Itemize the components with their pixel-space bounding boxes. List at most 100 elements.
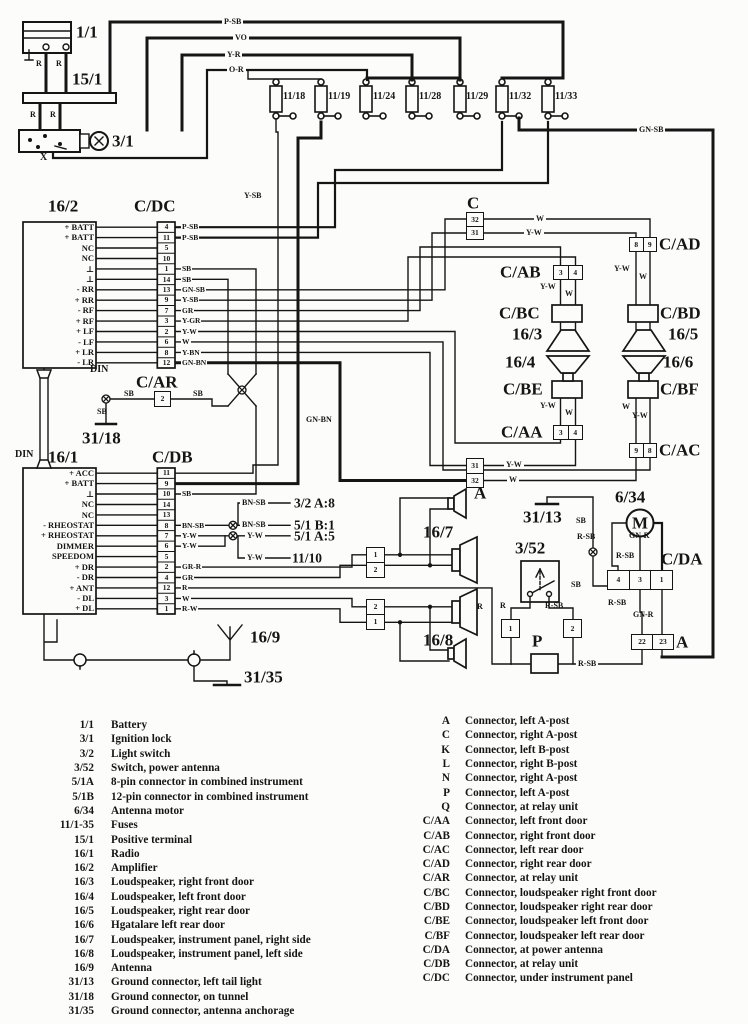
cbe-label: C/BE — [503, 379, 543, 399]
legend-id: 16/1 — [74, 847, 94, 860]
legend-desc: Loudspeaker, instrument panel, right sid… — [111, 933, 311, 946]
legend-desc: Connector, loudspeaker right front door — [465, 886, 657, 899]
switch-arrow-icon — [526, 568, 553, 598]
battery-label: 1/1 — [76, 22, 98, 42]
wire-label: R-SB — [576, 659, 599, 668]
pin-wire-color: P-SB — [181, 222, 200, 232]
pin-row: + LF 2 Y-W — [23, 326, 248, 336]
legend-id: C/DC — [422, 972, 450, 985]
legend-row: 16/1 Radio — [30, 847, 311, 861]
pin-wire-color: GN-SB — [181, 284, 206, 294]
pin-number: 10 — [162, 489, 171, 499]
pin-row: - LF 6 W — [23, 337, 248, 347]
annotation-5-1-b1: 5/1 B:1 — [294, 517, 335, 533]
fuse-icon — [269, 78, 297, 120]
pin-row: + ANT 12 R — [23, 583, 248, 593]
pin-cell: 31 — [467, 225, 483, 240]
pin-label: + LR — [75, 347, 94, 358]
legend-row: K Connector, left B-post — [398, 743, 657, 757]
speaker-16-8-label: 16/8 — [423, 630, 454, 650]
legend-row: 3/2 Light switch — [30, 747, 311, 761]
wire-label: SB — [576, 516, 586, 525]
legend-id: C/BF — [424, 929, 450, 942]
legend-id: 5/1B — [72, 790, 94, 803]
pin-wire-color: Y-W — [181, 326, 198, 336]
pin-number: 8 — [164, 347, 169, 357]
legend-id: C — [441, 729, 450, 742]
p-post-label: P — [532, 631, 543, 651]
ignition-lock-icon — [18, 129, 109, 153]
pin-number: 11 — [162, 468, 171, 478]
legend-id: C/DA — [422, 943, 450, 956]
pin-row: + BATT 4 P-SB — [23, 222, 248, 232]
wire-label: SB — [193, 389, 203, 398]
legend-id: C/AB — [423, 829, 450, 842]
switch-box — [520, 560, 560, 603]
pin-row: NC 13 — [23, 510, 248, 520]
legend-id: 16/6 — [74, 919, 94, 932]
pin-wire-color: GN-BN — [181, 357, 208, 367]
c-post-label: C — [467, 193, 480, 213]
legend-desc: Radio — [111, 847, 140, 860]
pin-cell: 22 — [638, 637, 646, 647]
wire-label: R-SB — [577, 532, 596, 541]
fuse-label: 11/29 — [466, 91, 489, 102]
pin-label: + ANT — [69, 582, 94, 593]
legend-row: C/BC Connector, loudspeaker right front … — [398, 886, 657, 900]
legend-row: 3/52 Switch, power antenna — [30, 761, 311, 775]
wire-label: W — [534, 214, 546, 223]
pin-cell: 2 — [367, 562, 384, 577]
junction-icons — [101, 385, 598, 557]
wire-label: Y-SB — [244, 191, 262, 200]
legend-row: N Connector, right A-post — [398, 771, 657, 785]
pin-cell: 4 — [616, 575, 621, 585]
pin-wire-color: Y-GR — [181, 316, 202, 326]
wire-label: R — [36, 59, 42, 68]
speaker-16-5-label: 16/5 — [668, 324, 699, 344]
annotation-5-1-a5: 5/1 A:5 — [294, 528, 335, 544]
legend-desc: Positive terminal — [111, 833, 193, 846]
pin-row: DIMMER 6 Y-W — [23, 541, 248, 551]
ground-tail-label: 31/13 — [523, 507, 562, 527]
wire-label: BN-SB — [240, 498, 268, 507]
caa-label: C/AA — [501, 422, 543, 442]
pin-wire-color: Y-W — [181, 541, 198, 551]
legend-desc: 12-pin connector in combined instrument — [111, 790, 309, 803]
amp-pin-rows: + BATT 4 P-SB + BATT 11 P-SB NC 5 NC 10 … — [23, 222, 248, 368]
speaker-16-7-label: 16/7 — [423, 522, 454, 542]
fuse-icon — [359, 78, 387, 120]
legend-row: C/AC Connector, left rear door — [398, 843, 657, 857]
radio-id: 16/1 — [48, 447, 79, 467]
pin-number: 10 — [162, 253, 171, 263]
coax-connector-icons — [73, 650, 201, 670]
pin-row: ⊥ 10 SB — [23, 489, 248, 499]
connector-car: 2 — [154, 391, 171, 407]
pin-cell: 3 — [558, 427, 563, 437]
pin-label: + RR — [74, 294, 94, 305]
ground-tunnel-label: 31/18 — [82, 428, 121, 448]
legend-id: C/AA — [422, 815, 450, 828]
legend-id: K — [441, 743, 450, 756]
pin-number: 11 — [162, 232, 171, 242]
wire-label: Y-W — [245, 531, 265, 540]
legend-row: 16/2 Amplifier — [30, 861, 311, 875]
legend-desc: Connector, right rear door — [465, 858, 592, 871]
pin-label: NC — [81, 253, 94, 264]
pin-label: - RHEOSTAT — [43, 520, 94, 531]
a-post-label: A — [474, 483, 487, 503]
legend-row: L Connector, right B-post — [398, 757, 657, 771]
pin-number: 8 — [164, 520, 169, 530]
antenna-motor-icon — [625, 508, 655, 538]
pin-number: 6 — [164, 541, 169, 551]
antenna-motor-label: 6/34 — [615, 487, 646, 507]
pin-wire-color: W — [181, 337, 191, 347]
cbc-label: C/BC — [499, 303, 540, 323]
legend-id: C/BD — [423, 901, 450, 913]
pin-row: - DR 4 GR — [23, 572, 248, 582]
legend-id: A — [441, 715, 450, 728]
legend-row: 16/9 Antenna — [30, 961, 311, 975]
pin-row: - DL 3 W — [23, 593, 248, 603]
wire-label: GN-R — [633, 610, 654, 619]
pin-row: - LR 12 GN-BN — [23, 357, 248, 367]
